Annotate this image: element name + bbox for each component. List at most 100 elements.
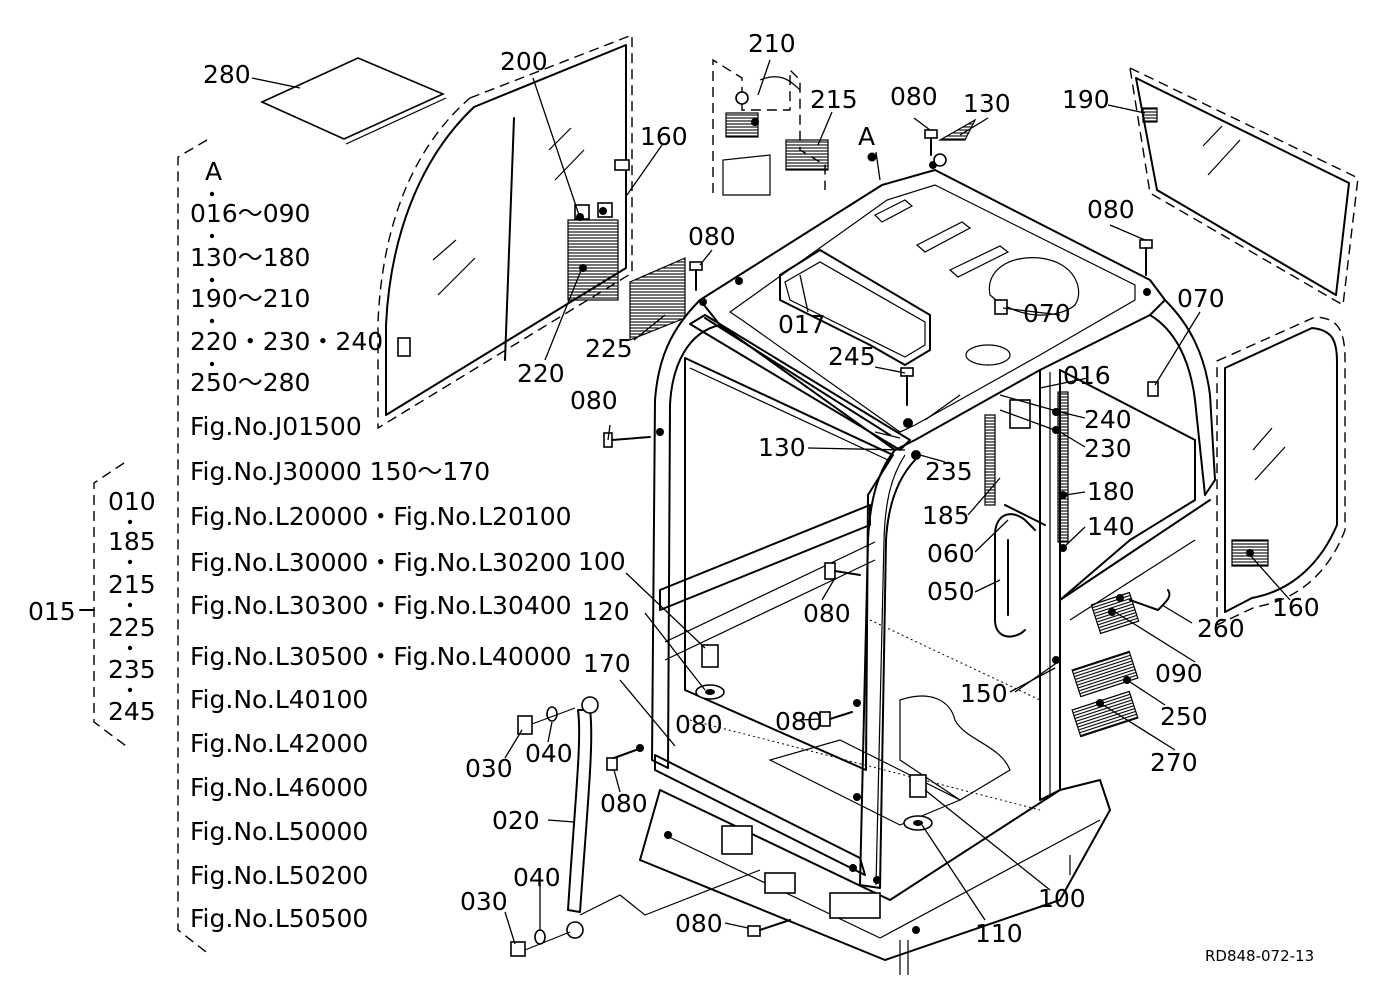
callout-number: 240 xyxy=(1084,405,1132,434)
callout-number: 090 xyxy=(1155,659,1203,688)
legend-line: Fig.No.L42000 xyxy=(190,729,368,758)
part-left-door-glass xyxy=(377,33,633,430)
group-015-item: 235 xyxy=(108,655,156,684)
cab-frame xyxy=(636,161,1216,975)
callout-number: 230 xyxy=(1084,434,1132,463)
bolt-080-top xyxy=(924,129,938,156)
callout-number: 130 xyxy=(963,89,1011,118)
legend-bracket xyxy=(177,139,211,956)
bolt-080-roof xyxy=(900,367,914,406)
callout-number: 100 xyxy=(578,547,626,576)
bolt-080-leftside xyxy=(603,432,651,448)
legend-line: Fig.No.L46000 xyxy=(190,773,368,802)
callout-number: 030 xyxy=(465,754,513,783)
group-015-separator-dot xyxy=(127,687,133,693)
callout-number: 180 xyxy=(1087,477,1135,506)
bolt-080-center xyxy=(824,562,861,580)
group-015-separator-dot xyxy=(127,645,133,651)
legend-line: Fig.No.L50500 xyxy=(190,904,368,933)
callout-number: 270 xyxy=(1150,748,1198,777)
callout-number: 040 xyxy=(513,863,561,892)
callout-number: 190 xyxy=(1062,85,1110,114)
callout-number: 016 xyxy=(1063,361,1111,390)
callout-number: 210 xyxy=(748,29,796,58)
group-015-item: 010 xyxy=(108,487,156,516)
legend-line: Fig.No.L20000・Fig.No.L20100 xyxy=(190,502,572,531)
callout-number: 050 xyxy=(927,577,975,606)
bolt-080-floor xyxy=(819,711,853,727)
loose-hardware xyxy=(510,118,1171,957)
callout-number: 080 xyxy=(803,599,851,628)
mount-100-left xyxy=(695,644,725,700)
callout-number: 060 xyxy=(927,539,975,568)
part-190-rear-glass xyxy=(1129,66,1359,307)
bolt-080-bottomleft xyxy=(606,749,637,771)
legend-line: Fig.No.L30000・Fig.No.L30200 xyxy=(190,548,572,577)
group-015-item: 245 xyxy=(108,697,156,726)
legend-line: Fig.No.L30300・Fig.No.L30400 xyxy=(190,591,572,620)
bolt-080-bottom xyxy=(747,919,791,937)
legend-separator-dot xyxy=(209,361,215,367)
legend-line: Fig.No.L50000 xyxy=(190,817,368,846)
callout-number: 020 xyxy=(492,806,540,835)
legend-line: Fig.No.L40100 xyxy=(190,685,368,714)
legend-block: A016～090130～180190～210220・230・240250～280… xyxy=(177,139,572,956)
legend-line: A xyxy=(205,157,222,186)
callout-number: 070 xyxy=(1177,284,1225,313)
legend-separator-dot xyxy=(209,277,215,283)
callout-number: 260 xyxy=(1197,614,1245,643)
part-right-side-glass xyxy=(1216,316,1346,627)
legend-separator-dot xyxy=(209,191,215,197)
legend-separator-dot xyxy=(209,318,215,324)
legend-separator-dot xyxy=(209,233,215,239)
callout-number: 030 xyxy=(460,887,508,916)
bolt-080-right xyxy=(1139,239,1153,276)
callout-number: 215 xyxy=(810,85,858,114)
legend-line: 190～210 xyxy=(190,284,310,313)
legend-line: 130～180 xyxy=(190,243,310,272)
callout-number: 120 xyxy=(582,597,630,626)
callout-number: 245 xyxy=(828,342,876,371)
legend-line: Fig.No.L50200 xyxy=(190,861,368,890)
drawing-reference-code: RD848-072-13 xyxy=(1205,947,1314,965)
group-015-item: 225 xyxy=(108,613,156,642)
callout-number: 080 xyxy=(775,707,823,736)
group-015-separator-dot xyxy=(127,519,133,525)
bolt-080-mid xyxy=(689,261,703,291)
group-015-label: 015 xyxy=(28,597,76,626)
leader-lines xyxy=(251,59,1291,945)
callout-number: 017 xyxy=(778,310,826,339)
part-280-sheet xyxy=(260,57,447,145)
callout-number: 100 xyxy=(1038,884,1086,913)
callout-number: 080 xyxy=(675,710,723,739)
callout-number: 160 xyxy=(640,122,688,151)
legend-line: Fig.No.J01500 xyxy=(190,412,362,441)
callout-number: 280 xyxy=(203,60,251,89)
callout-number: 160 xyxy=(1272,593,1320,622)
callout-number: 040 xyxy=(525,739,573,768)
callout-number: 080 xyxy=(570,386,618,415)
group-015-bracket xyxy=(93,462,127,747)
legend-line: Fig.No.J30000 150～170 xyxy=(190,457,490,486)
callout-number: 150 xyxy=(960,679,1008,708)
callout-number: 250 xyxy=(1160,702,1208,731)
group-015-separator-dot xyxy=(127,559,133,565)
callout-number: 140 xyxy=(1087,512,1135,541)
callout-number: 185 xyxy=(922,501,970,530)
callout-number: 080 xyxy=(675,909,723,938)
callout-number: 130 xyxy=(758,433,806,462)
callout-number: 225 xyxy=(585,334,633,363)
callout-number: 220 xyxy=(517,359,565,388)
callout-number: 070 xyxy=(1023,299,1071,328)
part-210-215-detail xyxy=(712,58,829,196)
legend-line: 220・230・240 xyxy=(190,327,383,356)
callout-number: 080 xyxy=(600,789,648,818)
callout-number: 170 xyxy=(583,649,631,678)
callout-number: 110 xyxy=(975,919,1023,948)
mount-100-right xyxy=(903,774,933,831)
legend-line: 016～090 xyxy=(190,199,310,228)
